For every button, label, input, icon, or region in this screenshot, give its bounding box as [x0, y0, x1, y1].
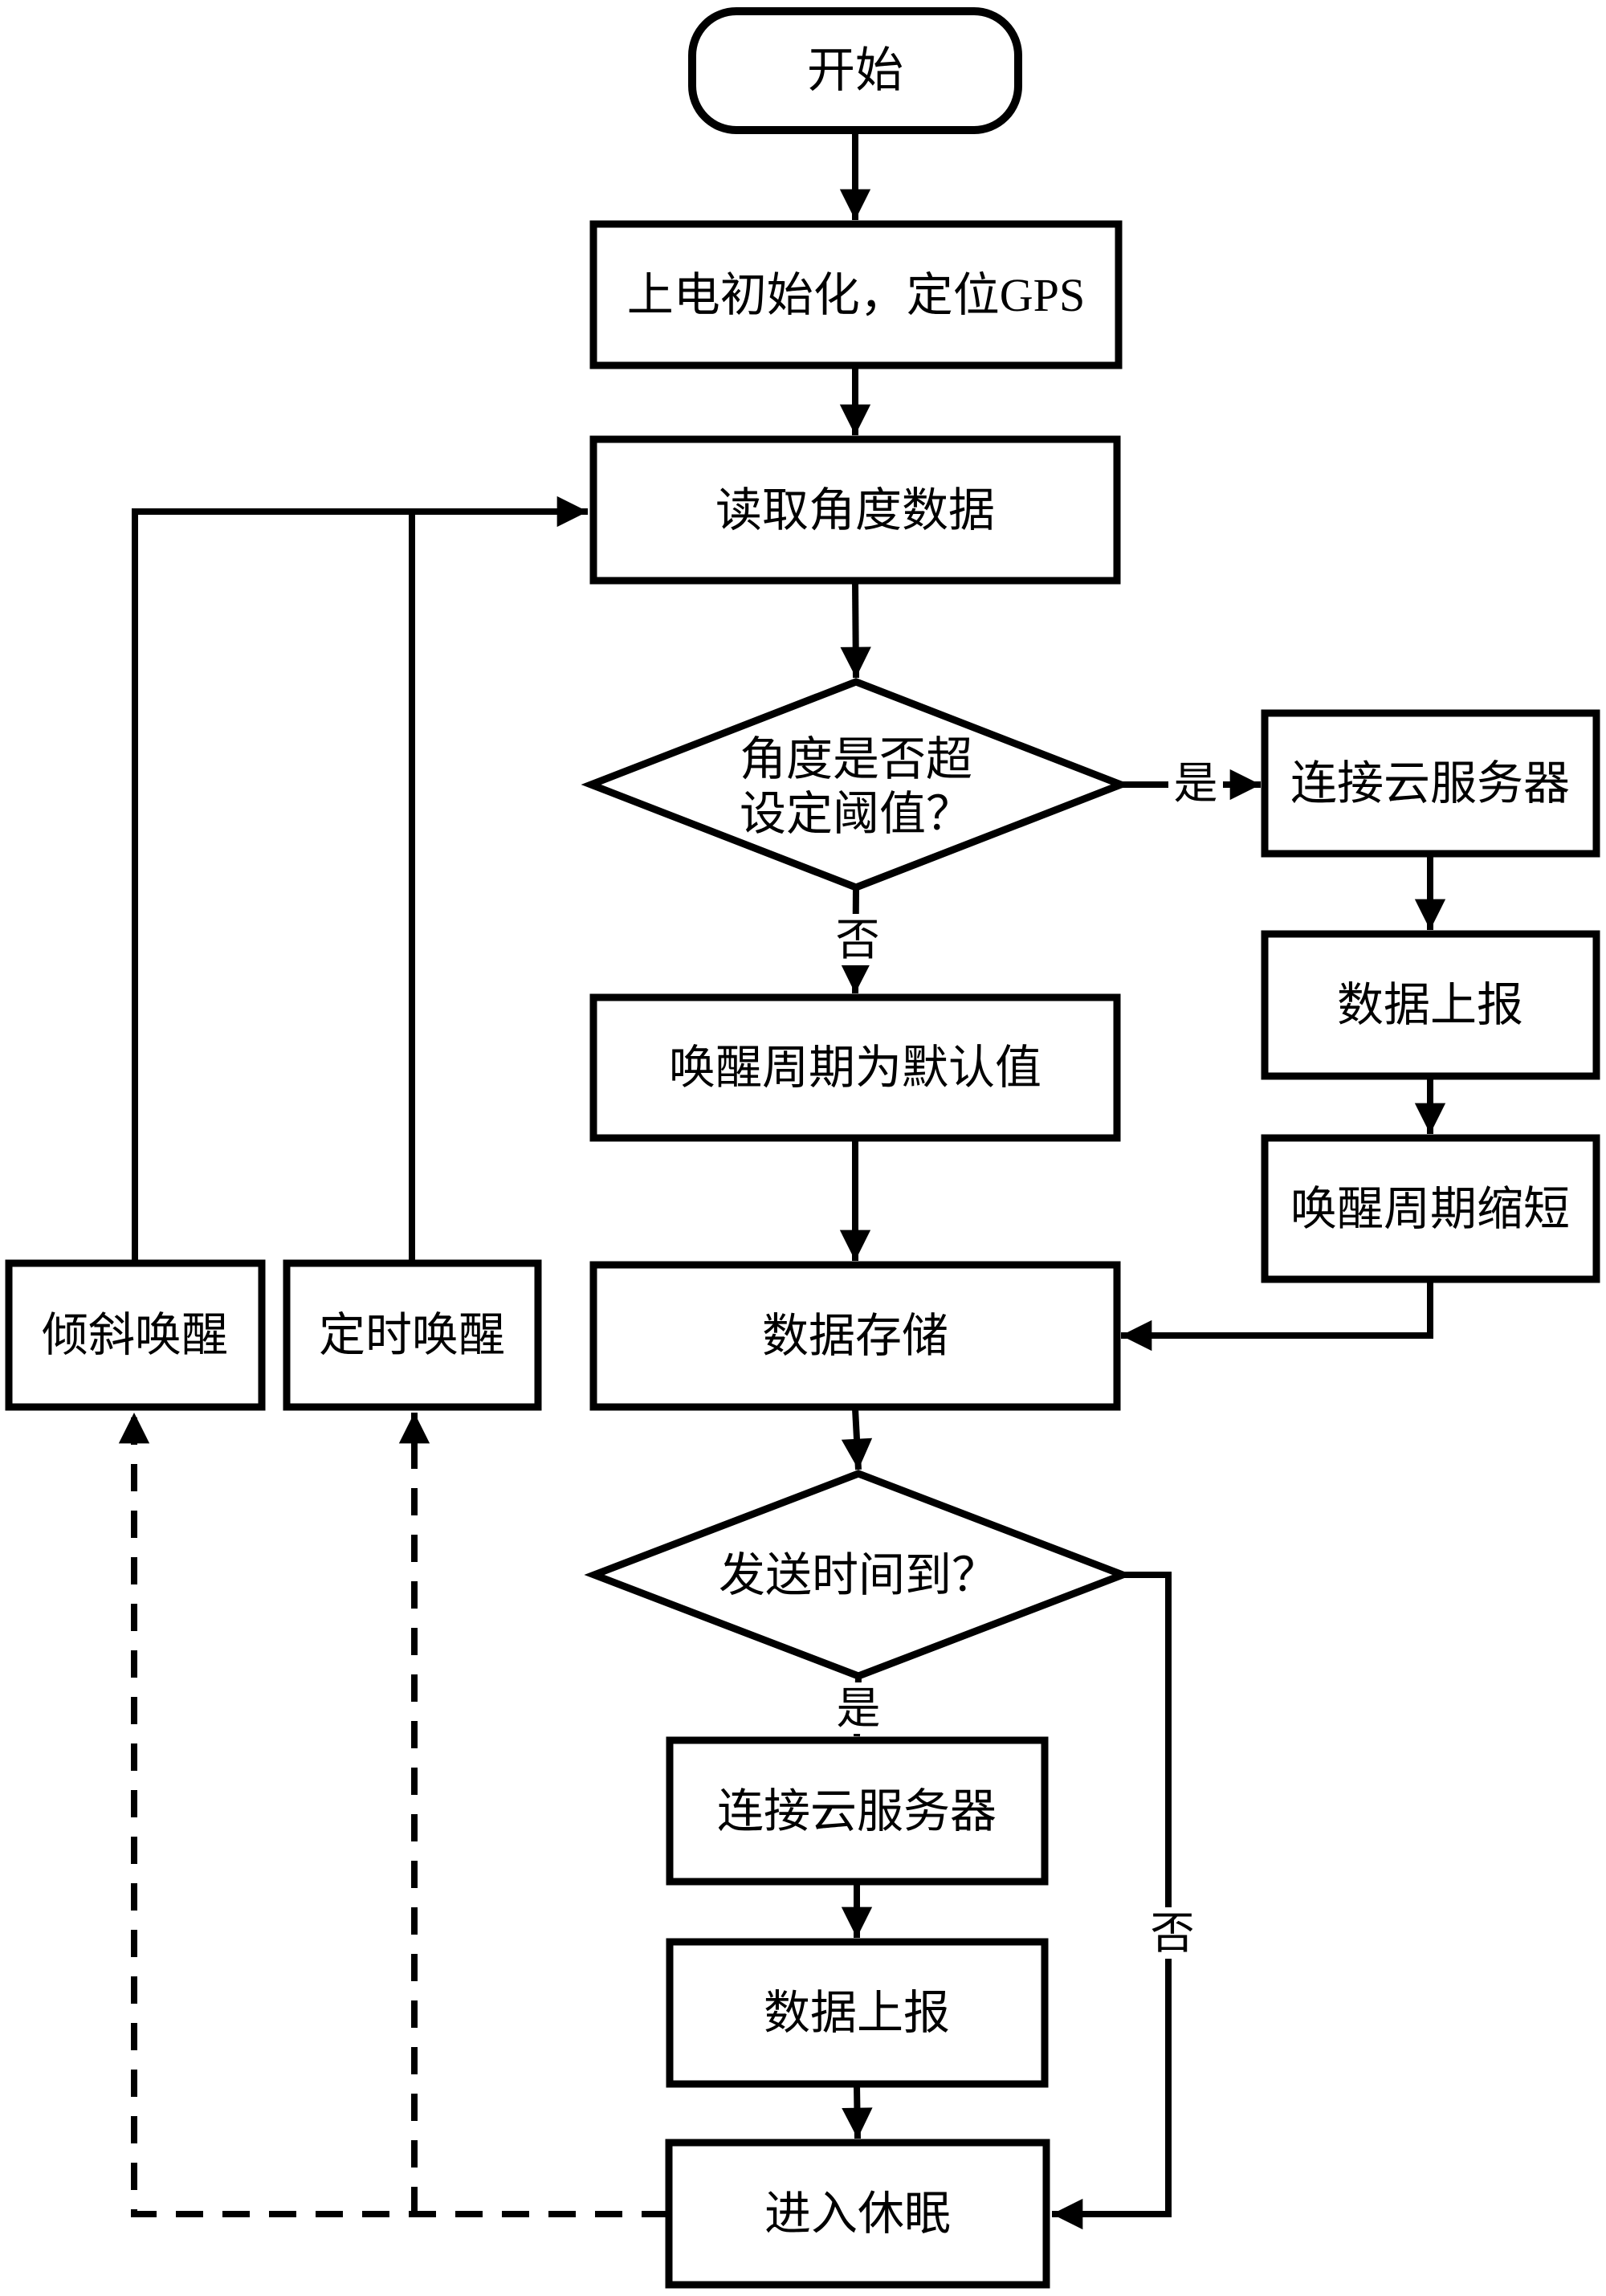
node-threshold-decision: 角度是否超 设定阈值？	[581, 678, 1131, 891]
node-tilt-wake: 倾斜唤醒	[5, 1259, 266, 1411]
connect-cloud-right-shape	[1261, 709, 1600, 858]
connect-cloud-bottom-shape	[666, 1736, 1049, 1886]
tilt-wake-label: 倾斜唤醒	[42, 1309, 228, 1361]
edge-report2-to-sleep	[842, 2085, 873, 2139]
edge-label-yes-threshold-bg	[1168, 756, 1223, 810]
edge-label-no-threshold-bg	[832, 914, 883, 965]
edge-label-no-send-text: 否	[1150, 1909, 1194, 1958]
edge-label-yes-threshold-text: 是	[1173, 759, 1217, 808]
edge-store-to-send-decision	[841, 1408, 873, 1470]
report-right-label: 数据上报	[1337, 979, 1523, 1031]
edge-label-yes-threshold: 是	[1168, 756, 1223, 810]
threshold-decision-shape	[581, 678, 1131, 891]
enter-sleep-label: 进入休眠	[764, 2188, 951, 2240]
timer-wake-shape	[283, 1259, 542, 1411]
connect-cloud-bottom-label: 连接云服务器	[717, 1785, 997, 1837]
tilt-wake-shape	[5, 1259, 266, 1411]
timer-wake-label: 定时唤醒	[319, 1309, 505, 1361]
read-angle-label: 读取角度数据	[715, 484, 995, 536]
send-decision-label: 发送时间到？	[719, 1549, 998, 1601]
start-label: 开始	[807, 44, 903, 97]
edge-sleep-to-tilt-wake-dashed	[118, 1413, 669, 2217]
edge-shorten-to-store	[1121, 1281, 1433, 1352]
edge-label-no-threshold: 否	[832, 914, 883, 965]
default-cycle-label: 唤醒周期为默认值	[669, 1042, 1041, 1094]
node-report-right: 数据上报	[1261, 930, 1600, 1080]
edge-label-yes-send: 是	[833, 1682, 884, 1734]
report-right-shape	[1261, 930, 1600, 1080]
node-shorten-cycle: 唤醒周期缩短	[1261, 1134, 1600, 1283]
node-power-init: 上电初始化，定位GPS	[589, 220, 1123, 369]
data-store-label: 数据存储	[762, 1310, 948, 1362]
power-init-shape	[589, 220, 1123, 369]
report-bottom-label: 数据上报	[764, 1987, 950, 2039]
report-bottom-shape	[666, 1938, 1049, 2088]
node-connect-cloud-right: 连接云服务器	[1261, 709, 1600, 858]
node-read-angle: 读取角度数据	[589, 435, 1121, 585]
node-report-bottom: 数据上报	[666, 1938, 1049, 2088]
threshold-decision-line1: 角度是否超	[740, 733, 972, 785]
node-timer-wake: 定时唤醒	[283, 1259, 542, 1411]
edge-label-no-send: 否	[1147, 1907, 1198, 1959]
edge-send-no-to-sleep	[1052, 1572, 1172, 2230]
connect-cloud-right-label: 连接云服务器	[1290, 757, 1570, 810]
shorten-cycle-shape	[1261, 1134, 1600, 1283]
node-data-store: 数据存储	[589, 1261, 1121, 1411]
edge-read-to-threshold-decision	[840, 581, 871, 679]
default-cycle-shape	[589, 993, 1121, 1142]
edge-label-no-threshold-text: 否	[835, 916, 879, 964]
node-send-decision: 发送时间到？	[584, 1470, 1133, 1680]
node-enter-sleep: 进入休眠	[665, 2139, 1050, 2289]
shorten-cycle-label: 唤醒周期缩短	[1290, 1183, 1570, 1235]
node-connect-cloud-bottom: 连接云服务器	[666, 1736, 1049, 1886]
edge-label-yes-send-bg	[833, 1682, 884, 1734]
edge-label-no-send-bg	[1147, 1907, 1198, 1959]
start-terminator-shape	[688, 7, 1022, 134]
edge-tilt-wake-to-read	[132, 495, 588, 1263]
send-decision-shape	[584, 1470, 1133, 1680]
edge-label-yes-send-text: 是	[836, 1684, 880, 1733]
read-angle-shape	[589, 435, 1121, 585]
enter-sleep-shape	[665, 2139, 1050, 2289]
node-start: 开始	[688, 7, 1022, 134]
data-store-shape	[589, 1261, 1121, 1411]
power-init-label: 上电初始化，定位GPS	[627, 269, 1085, 321]
threshold-decision-line2: 设定阈值？	[740, 788, 972, 840]
node-default-cycle: 唤醒周期为默认值	[589, 993, 1121, 1142]
